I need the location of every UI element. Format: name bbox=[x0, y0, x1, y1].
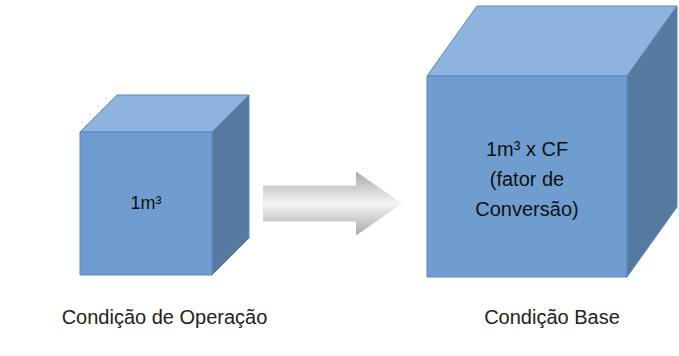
block-arrow bbox=[263, 172, 402, 236]
cube-caption: Condição de Operação bbox=[62, 306, 268, 329]
cube-label: 1m³ bbox=[91, 190, 201, 217]
cube-label: 1m³ x CF (fator de Conversão) bbox=[465, 134, 590, 224]
cube-side bbox=[627, 6, 677, 277]
cube-node: 1m³ x CF (fator de Conversão)Condição Ba… bbox=[427, 76, 627, 277]
cube-side bbox=[212, 95, 249, 275]
cube-front bbox=[427, 76, 627, 277]
cube-node: 1m³Condição de Operação bbox=[80, 132, 212, 275]
cube-front bbox=[80, 132, 212, 275]
cube-shape bbox=[80, 95, 249, 275]
cube-caption: Condição Base bbox=[484, 306, 620, 329]
